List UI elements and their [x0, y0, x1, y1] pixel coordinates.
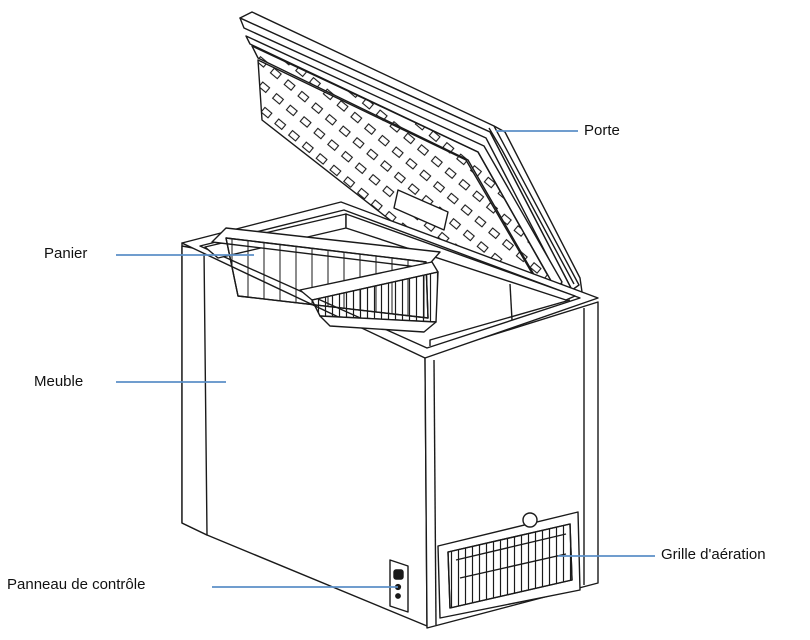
basket: [211, 227, 441, 333]
label-porte: Porte: [584, 122, 620, 139]
leader-lines: [116, 130, 655, 588]
label-meuble: Meuble: [34, 373, 84, 390]
label-panneau-controle: Panneau de contrôle: [7, 576, 146, 593]
control-panel: [389, 559, 409, 613]
label-grille-aeration: Grille d'aération: [661, 546, 766, 563]
label-panier: Panier: [44, 245, 88, 262]
vent-grille: [437, 511, 581, 619]
